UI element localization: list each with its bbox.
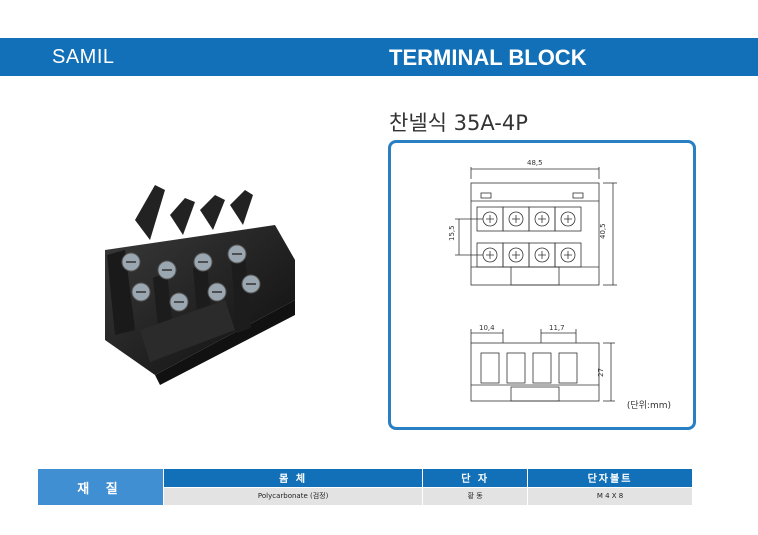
spec-value-terminal: 황 동 <box>422 486 528 505</box>
dim-depth-label: 27 <box>597 368 605 377</box>
model-title: 찬넬식 35A-4P <box>389 111 528 135</box>
dimension-drawing: 48,5 40,5 15,5 10,4 11,7 27 <box>448 159 617 402</box>
spec-header-body: 몸 체 <box>162 469 423 487</box>
dimension-drawing-frame: 48,5 40,5 15,5 10,4 11,7 27 (단위:mm) <box>388 140 696 430</box>
unit-label: (단위:mm) <box>626 401 671 411</box>
spec-value-bolt: M 4 X 8 <box>527 486 692 505</box>
dim-left-label: 10,4 <box>479 324 495 332</box>
dim-pitch-h-label: 11,7 <box>549 324 565 332</box>
spec-value-body: Polycarbonate (검정) <box>162 486 423 505</box>
dim-width-label: 48,5 <box>527 159 543 167</box>
brand-name: SAMIL <box>52 46 115 68</box>
spec-category: 재 질 <box>38 469 164 505</box>
spec-table: 재 질 몸 체 단 자 단자볼트 Polycarbonate (검정) 황 동 … <box>38 469 692 505</box>
product-photo <box>105 185 295 385</box>
dim-pitch-v-label: 15,5 <box>448 225 456 241</box>
dim-height-label: 40,5 <box>599 223 607 239</box>
header-bar: SAMIL TERMINAL BLOCK <box>0 38 758 76</box>
spec-header-bolt: 단자볼트 <box>527 469 692 487</box>
page-title: TERMINAL BLOCK <box>389 45 587 70</box>
spec-header-terminal: 단 자 <box>422 469 528 487</box>
